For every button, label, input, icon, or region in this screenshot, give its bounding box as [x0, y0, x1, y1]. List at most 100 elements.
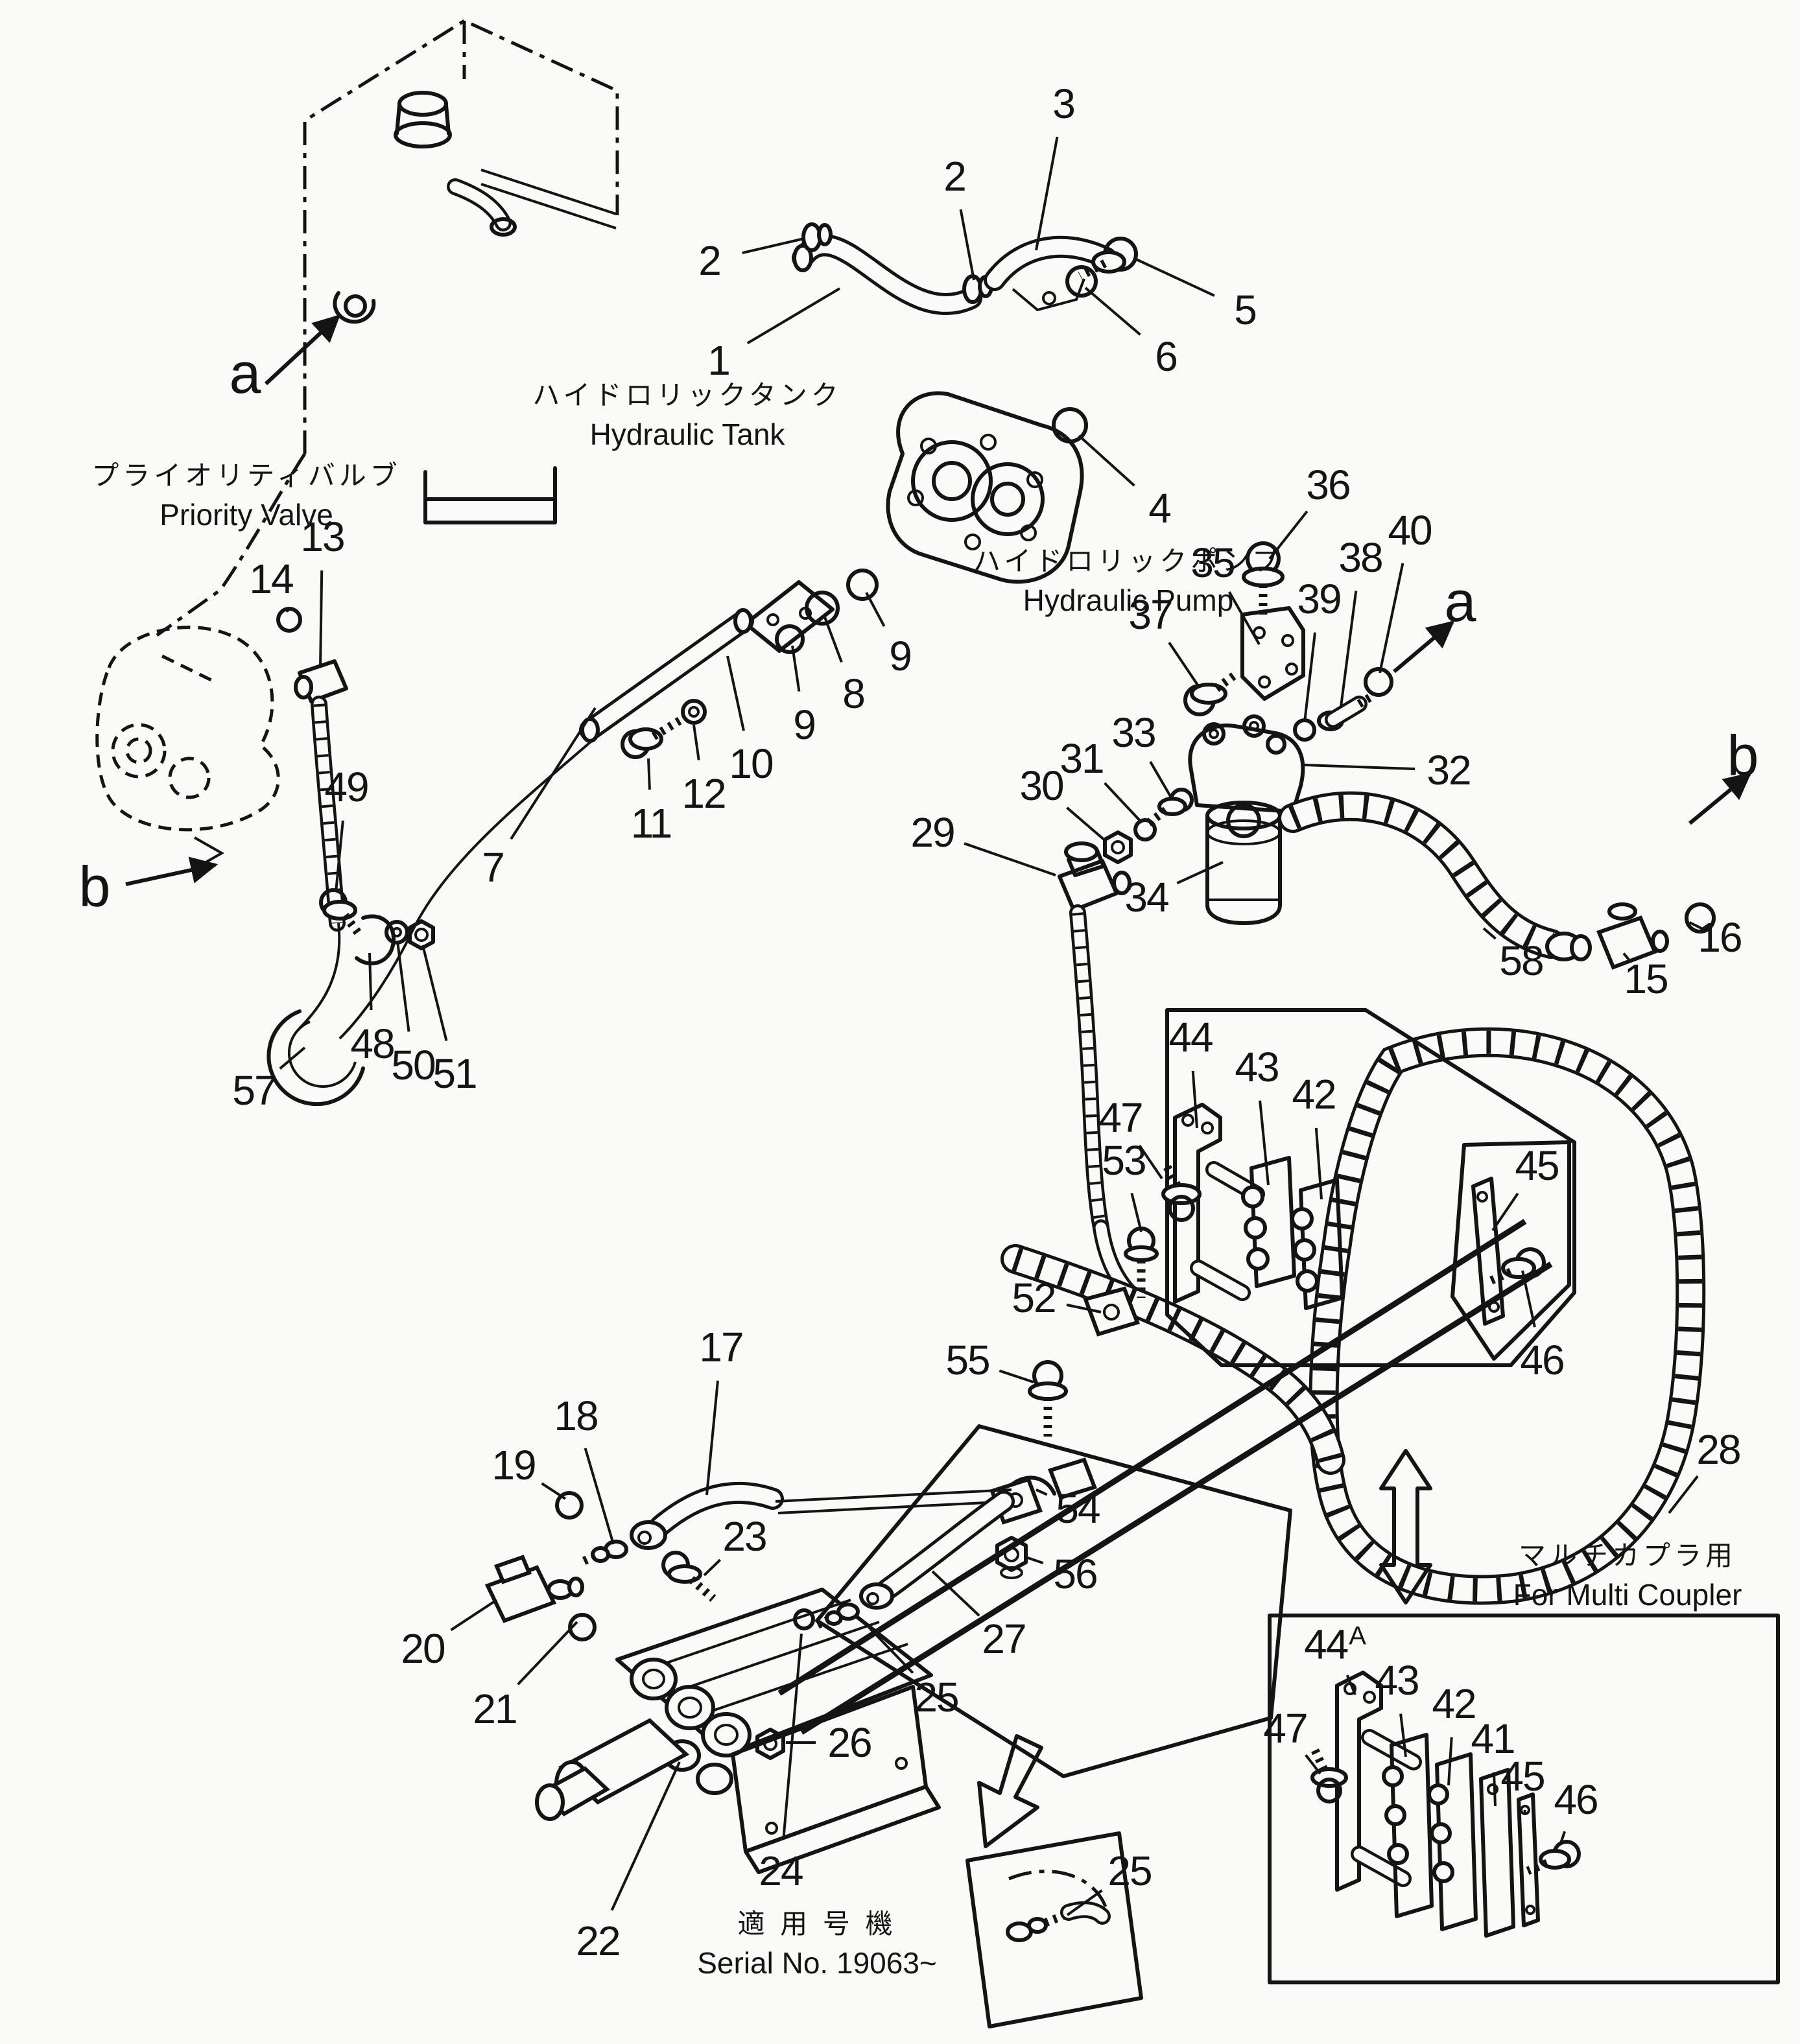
plate-41 [1479, 1768, 1515, 1938]
callout-57: 57 [232, 1067, 277, 1114]
callout-34: 34 [1124, 874, 1169, 921]
callout-55: 55 [945, 1337, 990, 1383]
filter-element-34 [1205, 814, 1282, 925]
serrated-block-43 [1249, 1156, 1296, 1288]
leader-line-7 [510, 707, 597, 840]
hose-clamp [792, 244, 813, 272]
callout-25: 25 [914, 1674, 959, 1721]
callout-5: 5 [1234, 287, 1257, 333]
leader-line-30 [1066, 806, 1107, 843]
leader-line-41 [1493, 1772, 1497, 1807]
callout-19: 19 [491, 1442, 536, 1488]
leader-line-29 [964, 842, 1056, 876]
bracket-44A [1335, 1671, 1383, 1892]
o-ring-31 [1133, 818, 1157, 841]
clamp-57 [266, 1009, 365, 1107]
leader-line-58 [1482, 927, 1497, 940]
leader-line-12 [693, 724, 700, 760]
double-arrow [1379, 1449, 1432, 1604]
hydraulic-pump-label-en: Hydraulic Pump [1023, 583, 1234, 617]
o-ring-21 [568, 1613, 597, 1641]
leader-line-38 [1340, 591, 1358, 707]
leader-line-16 [1688, 921, 1705, 931]
view-arrow-b [1688, 772, 1752, 825]
hydraulic-tank-label-en: Hydraulic Tank [589, 417, 785, 451]
hydraulic-tank-label-jp: ハイドロリックタンク [532, 380, 842, 410]
callout-58: 58 [1499, 937, 1544, 984]
multi-coupler-label: マルチカプラ用 For Multi Coupler [1478, 1534, 1777, 1612]
o-ring-40 [1364, 667, 1393, 697]
leader-line-18 [584, 1448, 615, 1545]
callout-25: 25 [1107, 1848, 1152, 1894]
callout-43: 43 [1235, 1044, 1279, 1090]
nut-51 [408, 919, 435, 950]
plate-45-inset [1517, 1792, 1540, 1927]
leader-line-11 [647, 758, 651, 790]
callout-12: 12 [681, 770, 726, 817]
callout-46: 46 [1520, 1337, 1565, 1383]
leader-line-13 [319, 570, 324, 668]
callout-39: 39 [1297, 576, 1342, 622]
callout-29: 29 [910, 809, 955, 856]
callout-17: 17 [699, 1324, 744, 1370]
serrated-block-42 [1299, 1178, 1344, 1310]
callout-11: 11 [630, 800, 672, 847]
callout-47: 47 [1263, 1705, 1308, 1752]
callout-13: 13 [300, 513, 345, 560]
leader-line-46 [1559, 1831, 1567, 1846]
o-ring-19 [555, 1491, 584, 1520]
callout-40: 40 [1388, 507, 1432, 554]
priority-valve-label: プライオリティバルブ Priority Valve [65, 454, 428, 532]
leader-line-36 [1268, 510, 1309, 560]
callout-38: 38 [1338, 534, 1383, 581]
callout-44: 44 [1168, 1014, 1213, 1061]
steel-tubes [777, 1219, 1553, 1735]
leader-line-31 [1104, 782, 1143, 823]
leader-line-9 [865, 592, 886, 628]
callout-9: 9 [793, 701, 816, 748]
control-valve-22 [535, 1588, 941, 1874]
leader-line-25 [1066, 1889, 1103, 1916]
callout-30: 30 [1019, 762, 1064, 809]
leader-line-2 [959, 209, 975, 281]
o-ring-16 [1685, 902, 1716, 934]
callout-2: 2 [698, 237, 722, 284]
filter-head-32 [1188, 723, 1305, 814]
callout-51: 51 [432, 1050, 477, 1097]
leader-line-22 [610, 1761, 681, 1911]
view-arrow-a [264, 314, 341, 386]
callout-3: 3 [1052, 80, 1076, 127]
callout-23: 23 [722, 1513, 767, 1560]
callout-8: 8 [842, 670, 866, 717]
leader-line-49 [335, 820, 344, 893]
plate-45 [1471, 1177, 1505, 1326]
leader-line-43 [1399, 1713, 1407, 1757]
leader-line-4 [1078, 434, 1135, 487]
leader-line-20 [450, 1599, 498, 1632]
callout-56: 56 [1053, 1551, 1098, 1597]
leader-line-44 [1345, 1674, 1356, 1695]
callout-16: 16 [1698, 914, 1742, 961]
callout-53: 53 [1102, 1137, 1146, 1184]
leader-line-56 [1025, 1556, 1044, 1565]
callout-52: 52 [1012, 1275, 1056, 1321]
leader-line-42 [1447, 1737, 1453, 1786]
leader-line-6 [1084, 287, 1141, 336]
leader-line-1 [746, 287, 841, 345]
leader-line-52 [1066, 1303, 1102, 1313]
callout-49: 49 [324, 764, 369, 810]
callout-22: 22 [576, 1918, 621, 1964]
priority-valve-label-jp: プライオリティバルブ [91, 460, 401, 491]
leader-line-23 [703, 1558, 722, 1577]
view-letter-b: b [1727, 723, 1759, 788]
callout-44A: 44A [1304, 1621, 1366, 1668]
multi-coupler-label-en: For Multi Coupler [1513, 1578, 1742, 1612]
valve-fittings-group [484, 1551, 716, 1641]
callout-45: 45 [1515, 1142, 1559, 1189]
callout-41: 41 [1471, 1715, 1515, 1762]
leader-line-47 [1138, 1144, 1163, 1180]
callout-45: 45 [1500, 1753, 1545, 1800]
leader-line-51 [421, 945, 448, 1042]
